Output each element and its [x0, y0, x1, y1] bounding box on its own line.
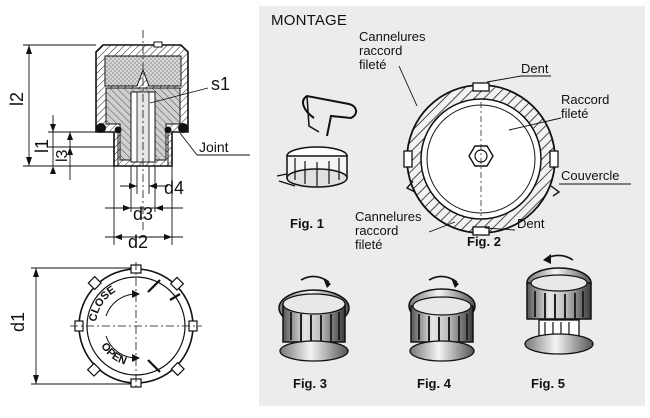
- cap-top-view: CLOSE OPEN: [31, 262, 202, 390]
- technical-drawing-panel: l2 l1 l3 s1 Joint d4 d3 d2: [0, 0, 252, 413]
- dim-d4-label: d4: [164, 178, 184, 198]
- dim-d2-label: d2: [128, 232, 148, 252]
- joint-label: Joint: [199, 139, 229, 155]
- fig2-leaders: [398, 65, 631, 233]
- dimension-lines: [23, 44, 250, 245]
- label-raccord-filete-1: Raccord: [561, 92, 610, 107]
- label-cannelures-bottom-2: raccord: [355, 223, 399, 238]
- fig3-caption: Fig. 3: [293, 376, 327, 391]
- label-cannelures-bottom-3: fileté: [355, 237, 383, 252]
- label-raccord-filete-2: fileté: [561, 106, 589, 121]
- fig2-illustration: [403, 82, 561, 236]
- dim-l1-label: l1: [32, 139, 52, 153]
- cap-section-view: [95, 30, 189, 232]
- close-arrow-icon: [132, 290, 140, 298]
- fig4-rotate-arrow-icon: [451, 278, 459, 288]
- dimension-arrows: [26, 45, 172, 240]
- label-dent-top: Dent: [521, 61, 549, 76]
- fig2-caption: Fig. 2: [467, 234, 501, 249]
- montage-title: MONTAGE: [271, 12, 348, 29]
- fig5-caption: Fig. 5: [531, 376, 565, 391]
- label-cannelures-top-3: fileté: [359, 57, 387, 72]
- label-cannelures-top-1: Cannelures: [359, 29, 426, 44]
- montage-illustrations: [276, 65, 631, 362]
- dim-d3-label: d3: [133, 204, 153, 224]
- fig3-illustration: [278, 275, 350, 362]
- open-arrow-icon: [132, 354, 140, 362]
- fig1-caption: Fig. 1: [290, 216, 324, 231]
- label-couvercle: Couvercle: [561, 168, 620, 183]
- dim-d1-label: d1: [8, 312, 28, 332]
- fig4-illustration: [408, 275, 476, 362]
- technical-drawing: l2 l1 l3 s1 Joint d4 d3 d2: [7, 30, 250, 390]
- dim-s1-label: s1: [211, 74, 230, 94]
- fig4-caption: Fig. 4: [417, 376, 451, 391]
- label-dent-bottom: Dent: [517, 216, 545, 231]
- fig1-illustration: [276, 94, 357, 188]
- fig5-rotate-arrow-icon: [543, 254, 551, 264]
- dim-l3-label: l3: [54, 149, 71, 162]
- montage-panel: MONTAGE: [259, 6, 645, 406]
- dim-l2-label: l2: [7, 92, 27, 106]
- fig5-illustration: [524, 254, 594, 355]
- label-cannelures-bottom-1: Cannelures: [355, 209, 422, 224]
- label-cannelures-top-2: raccord: [359, 43, 403, 58]
- fig3-rotate-arrow-icon: [323, 278, 331, 288]
